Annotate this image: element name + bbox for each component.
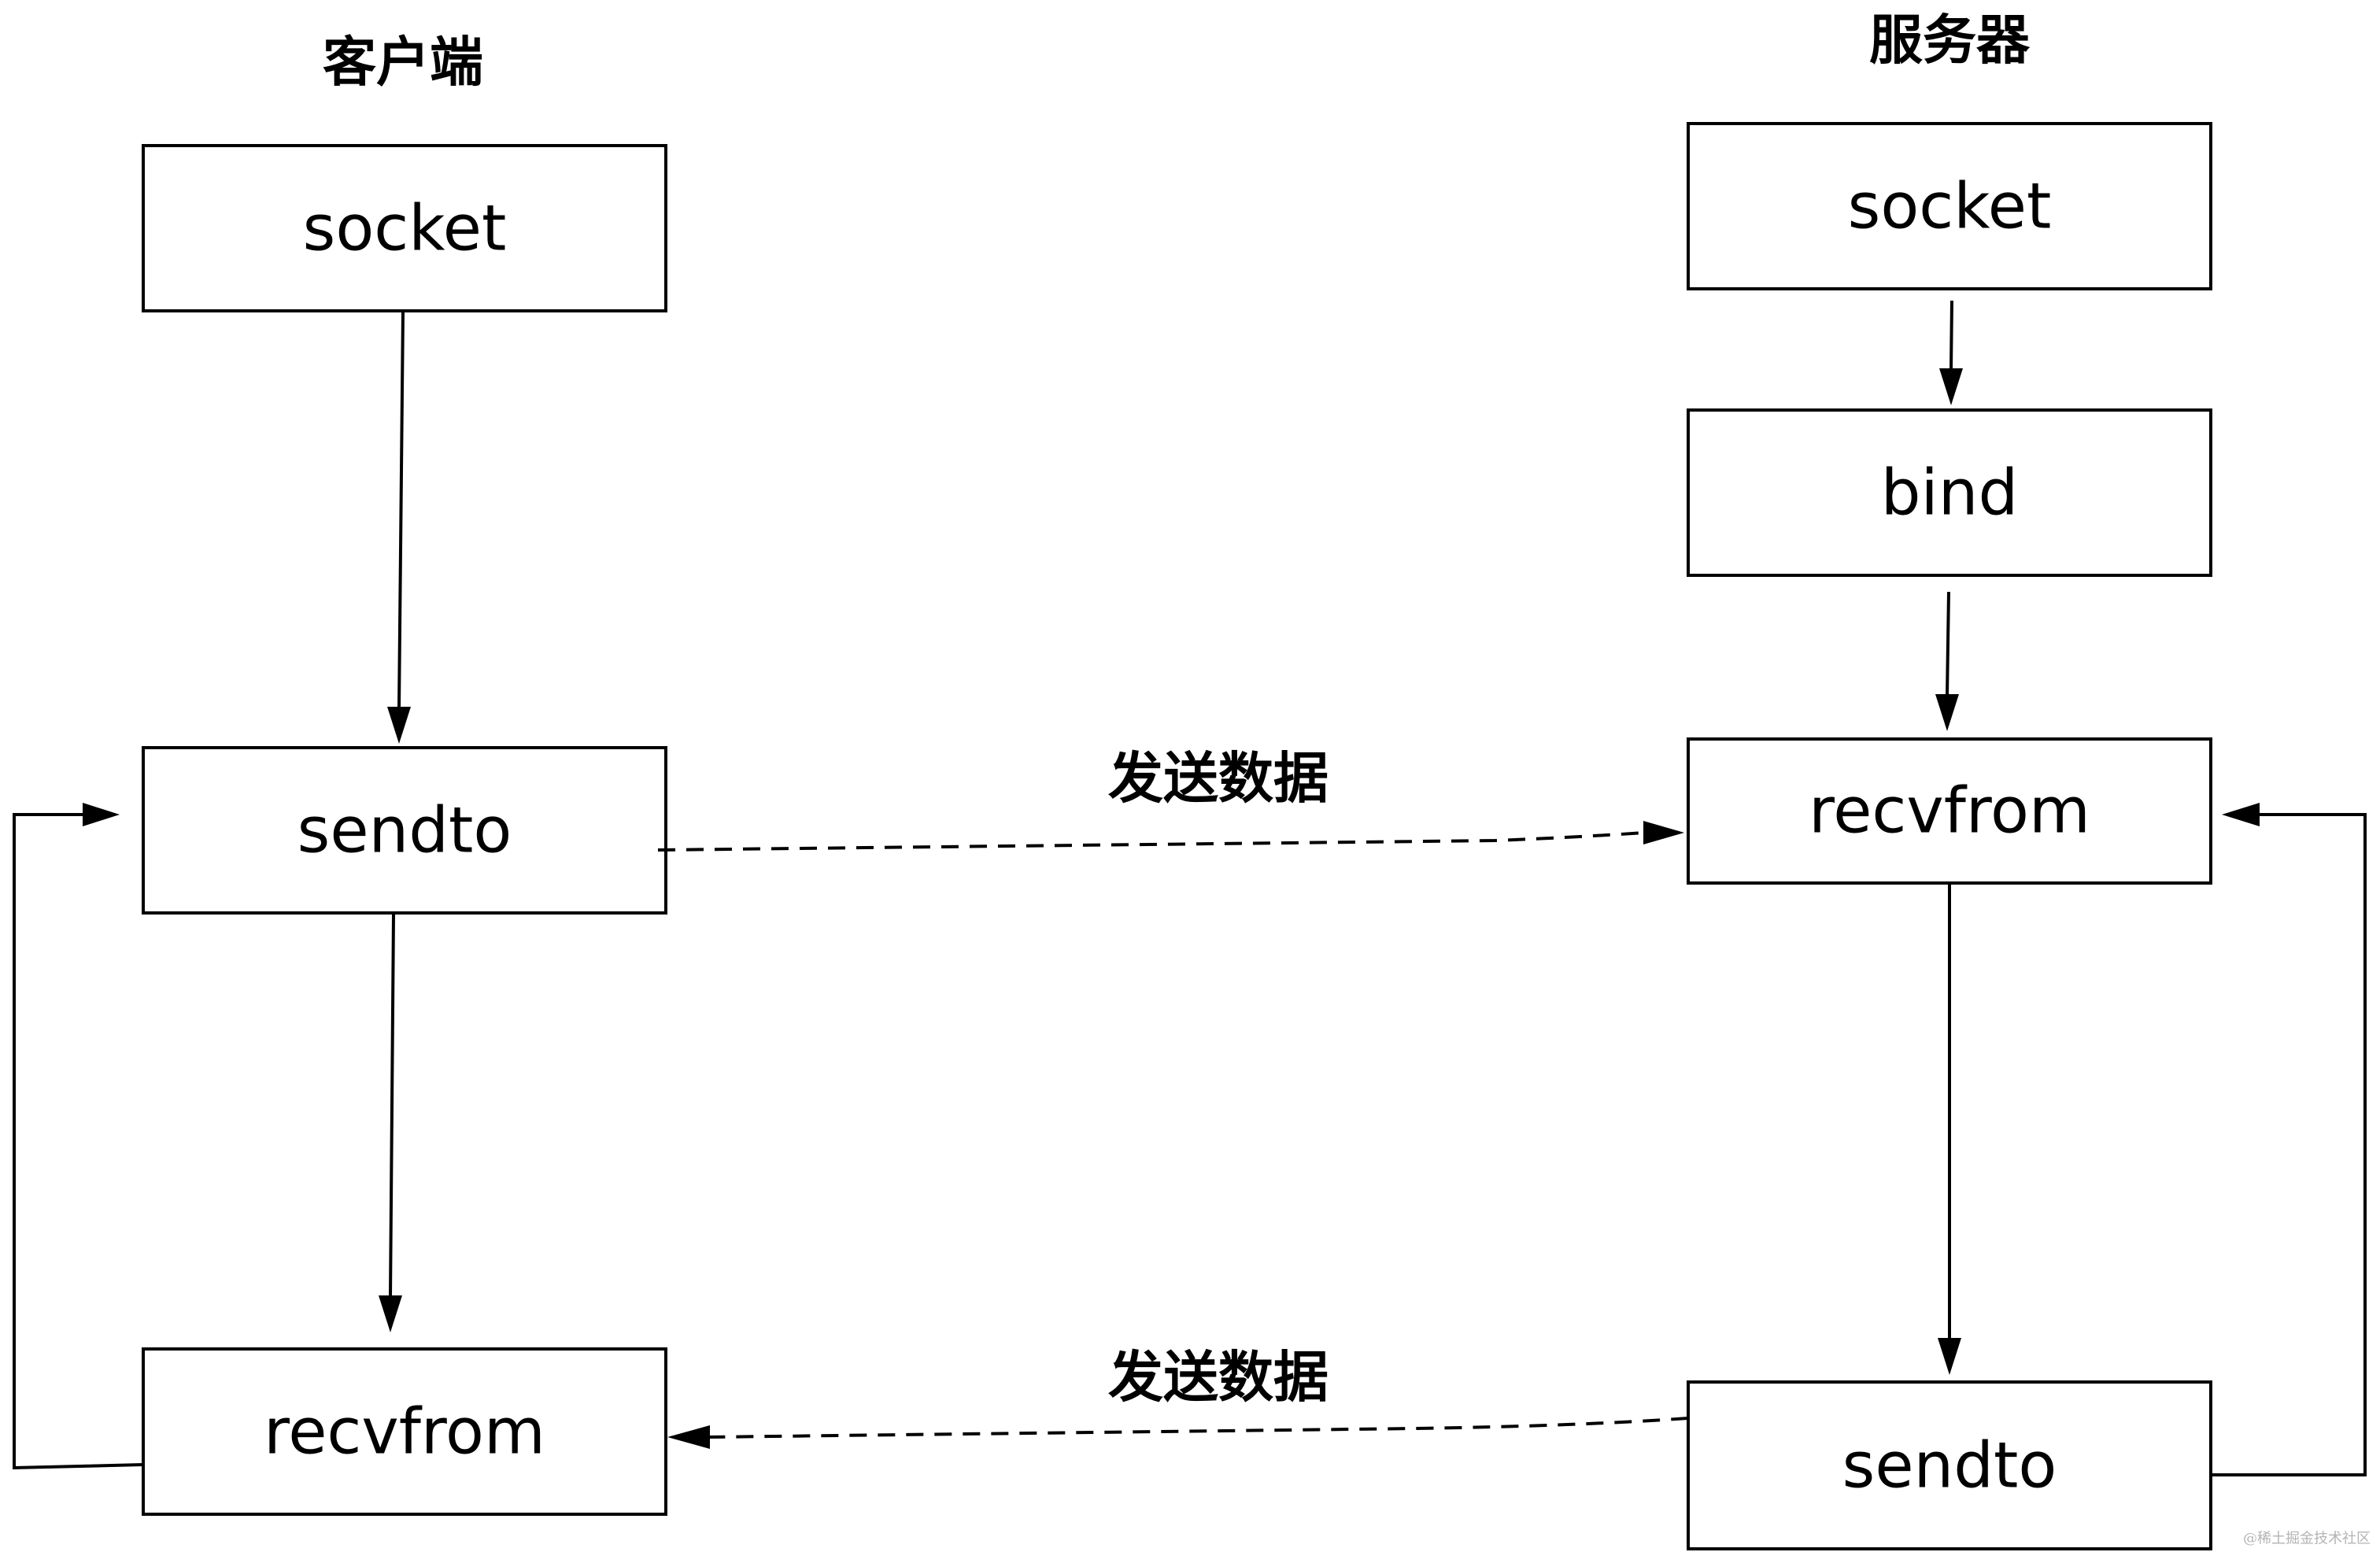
server-recvfrom-to-sendto-arrow <box>1938 885 1961 1375</box>
client-socket-label: socket <box>303 192 507 265</box>
server-sendto-label: sendto <box>1842 1429 2057 1502</box>
client-recvfrom-label: recvfrom <box>264 1395 545 1469</box>
server-bind-node: bind <box>1687 408 2212 577</box>
client-sendto-label: sendto <box>298 794 512 867</box>
server-loop-arrow <box>2211 803 2367 1476</box>
server-socket-label: socket <box>1848 170 2052 243</box>
server-socket-node: socket <box>1687 122 2212 290</box>
message-client-to-server <box>657 821 1684 852</box>
client-socket-node: socket <box>142 144 667 312</box>
server-recvfrom-node: recvfrom <box>1687 737 2212 885</box>
client-loop-arrow <box>13 803 144 1470</box>
server-recvfrom-label: recvfrom <box>1809 774 2090 848</box>
server-bind-label: bind <box>1881 456 2019 530</box>
watermark-text: @稀土掘金技术社区 <box>2243 1531 2371 1547</box>
message-client-to-server-label: 发送数据 <box>1108 746 1329 811</box>
message-server-to-client-label: 发送数据 <box>1108 1345 1329 1410</box>
message-server-to-client <box>667 1417 1689 1449</box>
client-recvfrom-node: recvfrom <box>142 1347 667 1516</box>
server-socket-to-bind-arrow <box>1939 300 1963 405</box>
client-socket-to-sendto-arrow <box>387 312 411 744</box>
server-header: 服务器 <box>1869 10 2031 72</box>
client-header: 客户端 <box>323 32 483 94</box>
server-bind-to-recvfrom-arrow <box>1935 591 1959 731</box>
server-sendto-node: sendto <box>1687 1380 2212 1550</box>
client-sendto-node: sendto <box>142 746 667 915</box>
client-sendto-to-recvfrom-arrow <box>379 914 402 1332</box>
